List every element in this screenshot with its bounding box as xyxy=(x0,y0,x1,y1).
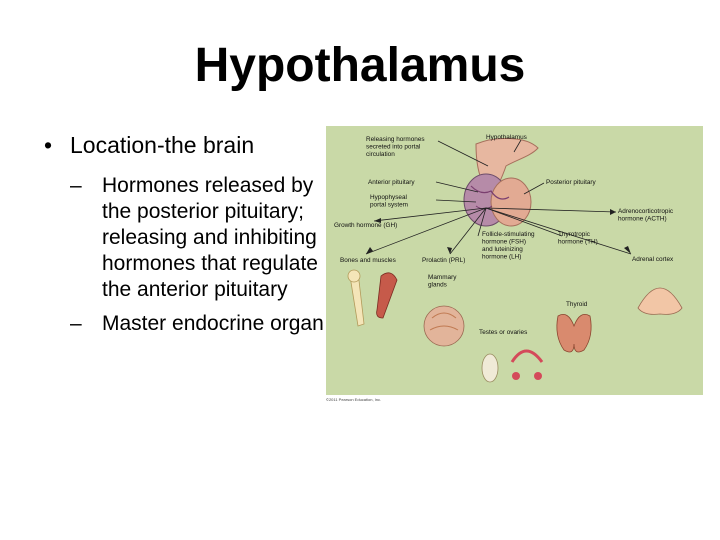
bone-muscle-image xyxy=(347,269,398,327)
label-releasing: Releasing hormones secreted into portal … xyxy=(366,136,426,158)
sub-bullet-hormones-text: Hormones released by the posterior pitui… xyxy=(102,174,318,301)
pituitary-diagram-svg: Releasing hormones secreted into portal … xyxy=(334,134,683,383)
label-mammary: Mammary glands xyxy=(428,274,458,289)
adrenal-cortex-image xyxy=(637,287,683,315)
sub-bullet-hormones: – Hormones released by the posterior pit… xyxy=(44,173,324,303)
label-posterior: Posterior pituitary xyxy=(546,179,597,186)
bullet-location-text: Location-the brain xyxy=(70,132,255,158)
thyroid-gland-image xyxy=(556,313,592,353)
bullet-dot: • xyxy=(44,132,53,158)
label-tsh: Thyrotropic hormone (TH) xyxy=(558,231,598,246)
sub-bullet-dash: – xyxy=(70,312,82,335)
diagram-labels: Releasing hormones secreted into portal … xyxy=(334,134,675,336)
label-thyroid: Thyroid xyxy=(566,301,588,308)
label-portal: Hypophyseal portal system xyxy=(370,194,409,209)
label-adrenal: Adrenal cortex xyxy=(632,256,674,263)
mammary-gland-image xyxy=(423,305,465,347)
sub-bullet-master-text: Master endocrine organ xyxy=(102,312,324,335)
pituitary-diagram: Releasing hormones secreted into portal … xyxy=(326,126,703,395)
label-prl: Prolactin (PRL) xyxy=(422,257,465,264)
pituitary-gland-image xyxy=(463,137,539,227)
figure-credit: ©2011 Pearson Education, Inc. xyxy=(326,397,382,402)
label-testes: Testes or ovaries xyxy=(479,329,527,336)
bullet-list: • Location-the brain – Hormones released… xyxy=(44,132,324,337)
sub-bullet-dash: – xyxy=(70,174,82,197)
label-fsh: Follicle-stimulating hormone (FSH) and l… xyxy=(482,231,536,261)
bullet-location: • Location-the brain xyxy=(44,132,324,159)
sub-bullet-master: – Master endocrine organ xyxy=(44,311,324,337)
testes-ovaries-image xyxy=(481,349,544,383)
slide-title: Hypothalamus xyxy=(194,39,526,92)
label-anterior: Anterior pituitary xyxy=(368,179,415,186)
diagram-leader-lines xyxy=(365,139,632,255)
label-hypothalamus: Hypothalamus xyxy=(486,134,527,141)
label-bones: Bones and muscles xyxy=(340,257,396,264)
diagram-arrowheads xyxy=(366,209,631,254)
label-acth: Adrenocorticotropic hormone (ACTH) xyxy=(618,208,675,223)
label-gh: Growth hormone (GH) xyxy=(334,222,397,229)
